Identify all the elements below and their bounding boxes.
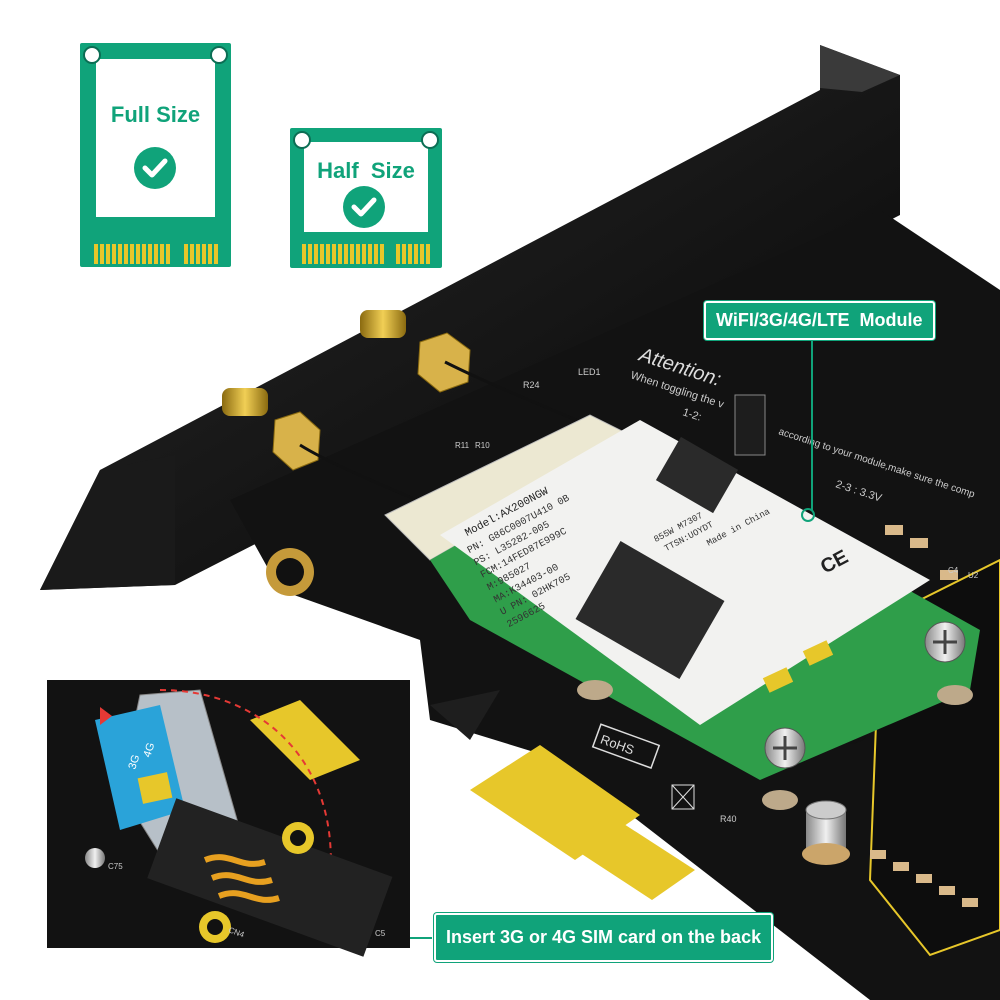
half-size-card: Half Size xyxy=(290,128,442,268)
antenna-pad-icon xyxy=(762,640,834,693)
check-icon xyxy=(343,186,385,228)
r40-text: R40 xyxy=(720,814,737,824)
sim-holder xyxy=(147,798,393,957)
mount-hole-icon xyxy=(421,131,439,149)
metal-bracket xyxy=(40,45,900,590)
gold-fingers-icon xyxy=(396,244,430,264)
r10-text: R10 xyxy=(475,441,490,450)
sim-4g-text: 4G xyxy=(141,741,157,759)
half-size-label: Half Size xyxy=(317,158,415,183)
u2-text: U2 xyxy=(968,571,979,580)
pcie-gold-fingers xyxy=(470,745,695,900)
c5-text: C5 xyxy=(375,929,386,938)
rotate-arrow-path xyxy=(159,689,332,881)
mount-hole-icon xyxy=(210,46,228,64)
gold-fingers-icon xyxy=(184,244,220,264)
led1-text: LED1 xyxy=(578,367,601,377)
module-callout: WiFI/3G/4G/LTE Module xyxy=(704,301,935,340)
gold-fingers-icon xyxy=(302,244,388,264)
screw-icon xyxy=(85,848,105,868)
r11-text: R11 xyxy=(455,441,470,450)
gold-fingers-icon xyxy=(94,244,174,264)
screw-icon xyxy=(276,558,304,586)
jumper-1-2-text: 1-2: xyxy=(681,406,703,423)
weee-bin-icon xyxy=(671,784,695,810)
full-size-label: Full Size xyxy=(110,102,201,127)
c75-text: C75 xyxy=(108,862,123,871)
c4-text: C4 xyxy=(948,566,959,575)
sim-contact-icon xyxy=(203,854,280,903)
mount-hole-icon xyxy=(83,46,101,64)
r24-text: R24 xyxy=(523,380,540,390)
check-icon xyxy=(134,147,176,189)
jumper-switch xyxy=(734,394,766,456)
sim-chip-icon xyxy=(137,772,173,804)
insert-arrow-icon xyxy=(100,707,112,725)
sim-callout: Insert 3G or 4G SIM card on the back xyxy=(434,913,774,962)
full-size-card: Full Size xyxy=(80,43,231,267)
screw-icon xyxy=(764,621,966,769)
smd-components xyxy=(870,525,978,907)
antenna-connector-icon xyxy=(222,310,471,471)
standoff-icon xyxy=(577,680,973,865)
mount-hole-icon xyxy=(293,131,311,149)
sim-3g-text: 3G xyxy=(126,753,142,771)
full-size-card-face xyxy=(96,59,215,217)
callout-target-icon xyxy=(801,508,815,522)
module-label xyxy=(440,420,930,725)
sim-slot-inset: C75 CN4 C5 3G 4G xyxy=(47,680,410,957)
